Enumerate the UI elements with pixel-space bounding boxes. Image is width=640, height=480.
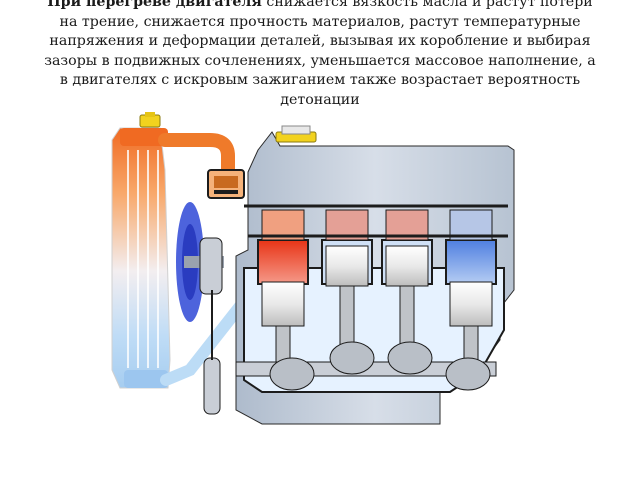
caption-line-1-rest: снижается вязкость масла и растут потери (261, 0, 593, 10)
caption-line-2: на трение, снижается прочность материало… (59, 13, 581, 30)
thermostat-illustration (207, 169, 245, 199)
caption-line-6: детонации (280, 91, 360, 108)
lower-hose (160, 294, 251, 386)
caption-text: При перегреве двигателя снижается вязкос… (0, 0, 640, 110)
upper-hose (158, 133, 235, 185)
caption-line-5: в двигателях с искровым зажиганием также… (59, 72, 581, 88)
caption-line-3: напряжения и деформации деталей, вызывая… (49, 33, 591, 49)
radiator-illustration (111, 127, 171, 389)
caption-bold-lead: При перегреве двигателя (47, 0, 262, 10)
cylinder-2 (321, 209, 373, 357)
caption-line-1: При перегреве двигателя снижается вязкос… (0, 0, 640, 13)
pulley-illustration (199, 237, 223, 415)
caption-line-4: зазоры в подвижных сочленениях, уменьшае… (44, 52, 596, 69)
crankshaft-illustration (235, 341, 497, 391)
radiator-cap-illustration (139, 112, 161, 128)
fan-blade-illustration (176, 202, 224, 322)
coolant-channel (244, 204, 508, 238)
